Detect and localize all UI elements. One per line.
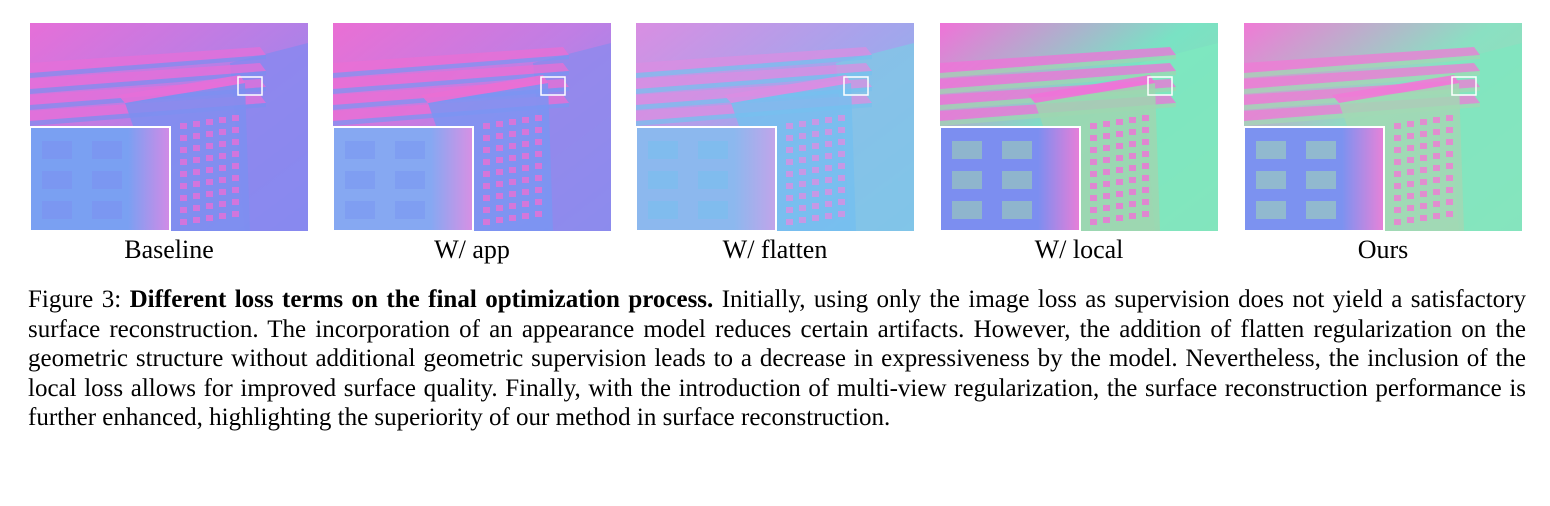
panel-label: W/ local — [1034, 235, 1124, 264]
panel-baseline: Baseline — [30, 23, 308, 264]
normal-map-image — [1244, 23, 1522, 231]
panel-ours: Ours — [1244, 23, 1522, 264]
panel-w-flatten: W/ flatten — [636, 23, 914, 264]
figure-panels-row: Baseline W/ app W/ flatten W/ local Ours — [30, 23, 1522, 264]
panel-label: Ours — [1357, 235, 1409, 264]
zoom-region-marker — [1451, 76, 1477, 96]
zoom-region-marker — [1147, 76, 1173, 96]
normal-map-image — [636, 23, 914, 231]
normal-map-image — [940, 23, 1218, 231]
caption-body: Initially, using only the image loss as … — [28, 286, 1526, 431]
zoom-region-marker — [237, 76, 263, 96]
normal-map-image — [30, 23, 308, 231]
panel-label: W/ app — [434, 235, 510, 264]
panel-w-app: W/ app — [333, 23, 611, 264]
caption-bold-title: Different loss terms on the final optimi… — [129, 286, 714, 313]
panel-w-local: W/ local — [940, 23, 1218, 264]
panel-label: Baseline — [124, 235, 214, 264]
zoom-region-marker — [540, 76, 566, 96]
figure-caption: Figure 3: Different loss terms on the fi… — [28, 285, 1526, 433]
panel-label: W/ flatten — [722, 235, 828, 264]
normal-map-image — [333, 23, 611, 231]
zoom-region-marker — [843, 76, 869, 96]
caption-prefix: Figure 3: — [28, 286, 130, 313]
